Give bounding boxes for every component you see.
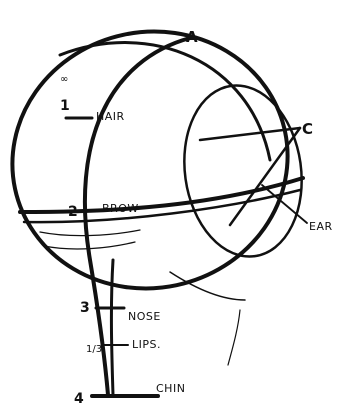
- hair-label: HAIR: [96, 110, 125, 123]
- point-c-label: C: [302, 120, 313, 138]
- lips-label: LIPS.: [132, 338, 161, 351]
- neck-line: [228, 310, 240, 365]
- infinity-mark: ∞: [60, 74, 68, 85]
- lips-number: 1/3: [86, 344, 102, 355]
- nose-number: 3: [80, 300, 90, 316]
- ear-label: EAR: [309, 220, 333, 233]
- nose-label: NOSE: [128, 310, 161, 323]
- cheek-arc-1: [40, 230, 140, 236]
- brow-number: 2: [68, 204, 78, 220]
- chin-number: 4: [74, 391, 84, 407]
- jaw-line: [111, 260, 113, 395]
- hair-number: 1: [60, 98, 70, 114]
- brow-label: BROW: [102, 202, 139, 215]
- side-plane-ellipse: [174, 78, 313, 264]
- chin-label: CHIN: [156, 382, 185, 395]
- point-a-label: A: [186, 28, 198, 46]
